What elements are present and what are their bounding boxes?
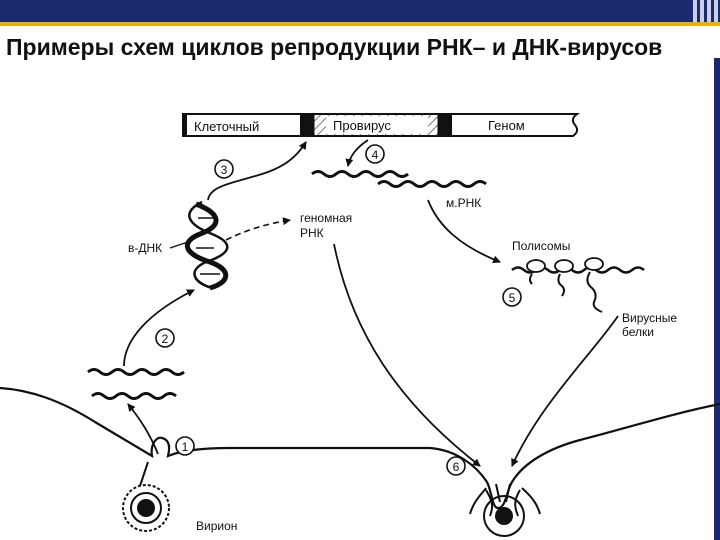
step-4-marker: 4 — [365, 144, 385, 164]
genomic-rna-label-line1: геномная — [300, 211, 352, 225]
arrow-mrna-to-polysomes — [427, 199, 501, 264]
arrow-transcription — [345, 139, 369, 167]
svg-text:1: 1 — [182, 440, 189, 454]
step-5-marker: 5 — [502, 287, 522, 307]
dna-label-pointer — [169, 241, 189, 249]
svg-text:5: 5 — [509, 291, 516, 305]
slide-side-bar — [714, 58, 720, 540]
dna-label: в-ДНК — [128, 241, 162, 255]
mrna-strand — [377, 180, 487, 188]
slide-accent-line — [0, 22, 720, 26]
arrow-genomic-rna-to-assembly — [333, 243, 481, 467]
arrow-reverse-transcription — [123, 289, 195, 367]
genomic-rna-label-line2: РНК — [300, 226, 324, 240]
genome-bar: Клеточный Провирус Геном — [182, 113, 581, 137]
svg-text:3: 3 — [221, 163, 228, 177]
step-3-marker: 3 — [214, 159, 234, 179]
genome-bar-provirus-label: Провирус — [333, 118, 391, 133]
genome-bar-cellular-label: Клеточный — [194, 119, 259, 134]
budding-virion-icon — [469, 483, 541, 537]
svg-text:6: 6 — [453, 460, 460, 474]
viral-proteins-label-line1: Вирусные — [622, 311, 677, 325]
svg-text:2: 2 — [162, 332, 169, 346]
virion-label: Вирион — [196, 519, 237, 533]
arrow-integration — [207, 141, 307, 201]
viral-rna-strand-2 — [91, 392, 177, 400]
virion-icon — [122, 461, 170, 532]
cell-membrane — [0, 386, 720, 510]
arrow-proteins-to-assembly — [511, 315, 619, 467]
virus-replication-diagram: Клеточный Провирус Геном Вирион 1 2 — [0, 113, 720, 537]
viral-rna-strand-1 — [87, 368, 185, 376]
polysomes-label: Полисомы — [512, 239, 570, 253]
viral-proteins-label-line2: белки — [622, 325, 654, 339]
svg-text:4: 4 — [372, 148, 379, 162]
arrow-entry — [127, 403, 159, 455]
polysomes-icon — [511, 257, 645, 313]
slide-top-bar — [0, 0, 720, 22]
top-bar-stripes — [684, 0, 720, 22]
step-2-marker: 2 — [155, 328, 175, 348]
arrow-dna-to-genomic-rna — [225, 217, 291, 241]
step-6-marker: 6 — [446, 456, 466, 476]
genome-bar-genome-label: Геном — [488, 118, 525, 133]
slide-title: Примеры схем циклов репродукции РНК– и Д… — [6, 34, 663, 60]
genomic-rna-strand — [311, 170, 409, 178]
dna-helix-icon — [185, 200, 229, 291]
mrna-label: м.РНК — [446, 196, 481, 210]
step-1-marker: 1 — [175, 436, 195, 456]
